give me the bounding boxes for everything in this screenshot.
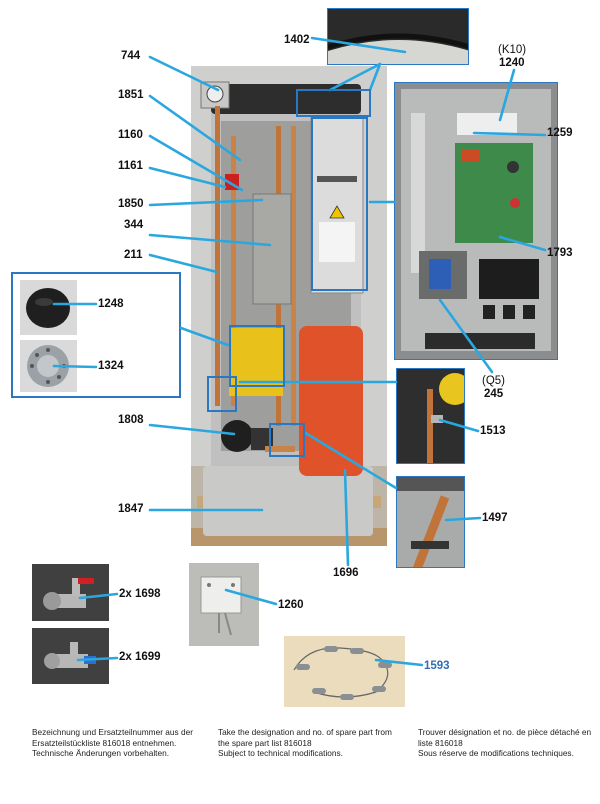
label-245: 245 [484,388,504,400]
insert-photo-1260 [189,563,259,646]
footer-de-line2: Ersatzteilstückliste 816018 entnehmen. [32,737,177,748]
label-344: 344 [124,219,144,231]
label-1260: 1260 [278,599,304,611]
footer-fr-line3: Sous réserve de modifications techniques… [418,748,574,758]
footer-en-line2: the spare part list 816018 [218,737,312,748]
footer-de-line3: Technische Änderungen vorbehalten. [32,748,169,758]
label-1699: 2x 1699 [119,651,161,663]
footer-en-line1: Take the designation and no. of spare pa… [218,727,392,737]
insert-photo-1402 [327,8,469,65]
label-1161: 1161 [118,160,143,172]
main-unit-illustration [191,66,387,546]
label-1593: 1593 [424,660,450,672]
label-1851: 1851 [118,89,144,101]
insert-photo-1699 [32,628,109,684]
label-1497: 1497 [482,512,508,524]
insert-photo-1248 [20,280,77,335]
label-1847: 1847 [118,503,144,515]
label-1160: 1160 [118,129,143,141]
label-q5: (Q5) [482,375,505,387]
insert-photo-control-board [394,82,558,360]
footer-note-german: Bezeichnung und Ersatzteilnummer aus der… [32,727,207,759]
label-1696: 1696 [333,567,359,579]
footer-de-line1: Bezeichnung und Ersatzteilnummer aus der [32,727,193,737]
insert-photo-1698 [32,564,109,621]
label-1240: 1240 [499,57,525,69]
label-211: 211 [124,249,143,261]
label-1850: 1850 [118,198,144,210]
main-unit-photo [191,66,387,546]
insert-photo-1497 [396,476,465,568]
insert-photo-1513 [396,368,465,464]
label-1248: 1248 [98,298,124,310]
insert-photo-1324 [20,340,77,392]
label-1324: 1324 [98,360,124,372]
label-1513: 1513 [480,425,506,437]
label-1402: 1402 [284,34,310,46]
label-1259: 1259 [547,127,573,139]
footer-en-line3: Subject to technical modifications. [218,748,343,758]
label-744: 744 [121,50,141,62]
insert-photo-1593 [284,636,405,707]
label-k10: (K10) [498,44,527,56]
label-1698: 2x 1698 [119,588,161,600]
footer-fr-line1: Trouver désignation et no. de pièce déta… [418,727,592,737]
footer-note-french: Trouver désignation et no. de pièce déta… [418,727,593,759]
label-1793: 1793 [547,247,573,259]
footer-fr-line2: liste 816018 [418,737,463,748]
label-1808: 1808 [118,414,144,426]
footer-note-english: Take the designation and no. of spare pa… [218,727,393,759]
